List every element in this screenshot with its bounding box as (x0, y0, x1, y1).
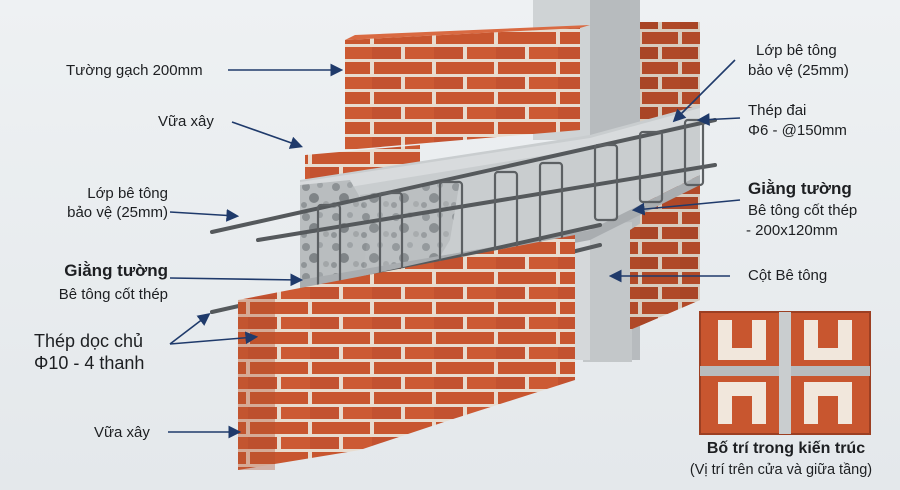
label-stirrup-1: Thép đai (748, 102, 807, 119)
inset-subtitle: (Vị trí trên cửa và giữa tầng) (689, 462, 873, 478)
label-main-rebar-2: Φ10 - 4 thanh (34, 353, 145, 373)
label-stirrup-2: Φ6 - @150mm (748, 122, 847, 139)
label-tie-beam-right-sub-1: Bê tông cốt thép (748, 202, 858, 219)
label-tie-beam-left-title: Giằng tường (64, 261, 168, 280)
label-mortar-bottom: Vữa xây (94, 424, 150, 441)
label-concrete-column: Cột Bê tông (748, 267, 828, 284)
label-tie-beam-left-sub: Bê tông cốt thép (58, 286, 168, 303)
label-cover-right-1: Lớp bê tông (756, 42, 837, 59)
label-brick-wall: Tường gạch 200mm (66, 62, 203, 79)
label-cover-right-2: bảo vệ (25mm) (748, 62, 849, 79)
label-mortar-top: Vữa xây (158, 113, 214, 130)
label-tie-beam-right-sub-2: - 200x120mm (746, 222, 838, 239)
label-main-rebar-1: Thép dọc chủ (34, 331, 144, 351)
label-tie-beam-right-title: Giằng tường (748, 179, 852, 198)
label-cover-left-2: bảo vệ (25mm) (67, 204, 168, 221)
leader-lines (168, 59, 741, 439)
label-cover-left-1: Lớp bê tông (87, 185, 168, 202)
stirrups (316, 118, 705, 297)
inset-diagram (699, 311, 871, 435)
inset-title: Bố trí trong kiến trúc (706, 440, 866, 457)
